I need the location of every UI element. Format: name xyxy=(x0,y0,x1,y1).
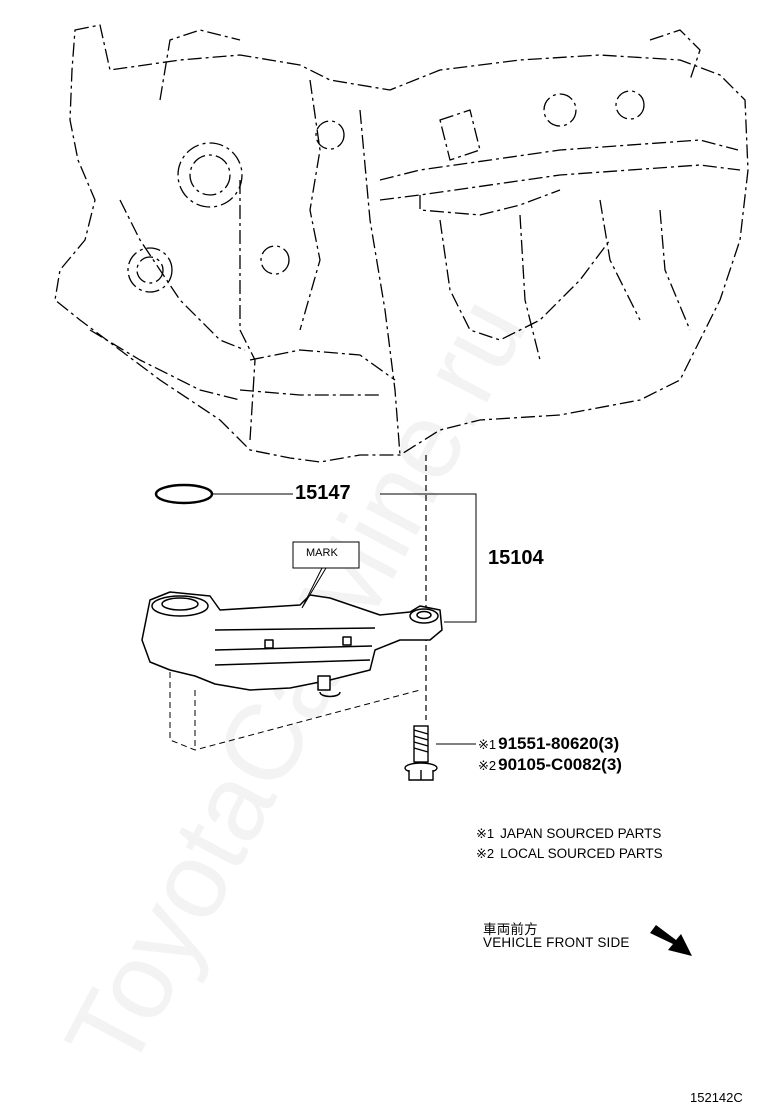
strainer-phantom-outline xyxy=(169,672,421,751)
mark-label: MARK xyxy=(306,547,338,559)
legend-marker-2: ※2 xyxy=(476,846,495,861)
bolt-part-number-1: 91551-80620(3) xyxy=(498,734,620,753)
figure-id: 152142C xyxy=(690,1090,743,1105)
legend-line-1: ※1 JAPAN SOURCED PARTS xyxy=(476,826,661,842)
mark-callout-box xyxy=(292,541,360,569)
vehicle-front-arrow-icon xyxy=(650,925,692,956)
bolt-part-number-2: 90105-C0082(3) xyxy=(498,755,622,774)
direction-en-label: VEHICLE FRONT SIDE xyxy=(483,935,630,950)
engine-block-outline xyxy=(54,24,749,463)
leader-15104 xyxy=(380,493,477,623)
legend-marker-1: ※1 xyxy=(476,826,495,841)
flange-bolt-drawing xyxy=(404,725,438,781)
o-ring-gasket xyxy=(154,483,214,505)
part-number-gasket: 15147 xyxy=(295,482,351,504)
direction-jp-label: 車両前方 xyxy=(483,922,538,937)
legend-text-1: JAPAN SOURCED PARTS xyxy=(500,826,662,841)
bolt-marker-1: ※1 xyxy=(478,737,497,752)
oil-strainer-drawing xyxy=(141,591,443,698)
mark-callout-pointer xyxy=(301,567,327,609)
legend-line-2: ※2 LOCAL SOURCED PARTS xyxy=(476,846,663,862)
bolt-marker-2: ※2 xyxy=(478,758,497,773)
part-number-strainer: 15104 xyxy=(488,547,544,569)
legend-text-2: LOCAL SOURCED PARTS xyxy=(500,846,663,861)
